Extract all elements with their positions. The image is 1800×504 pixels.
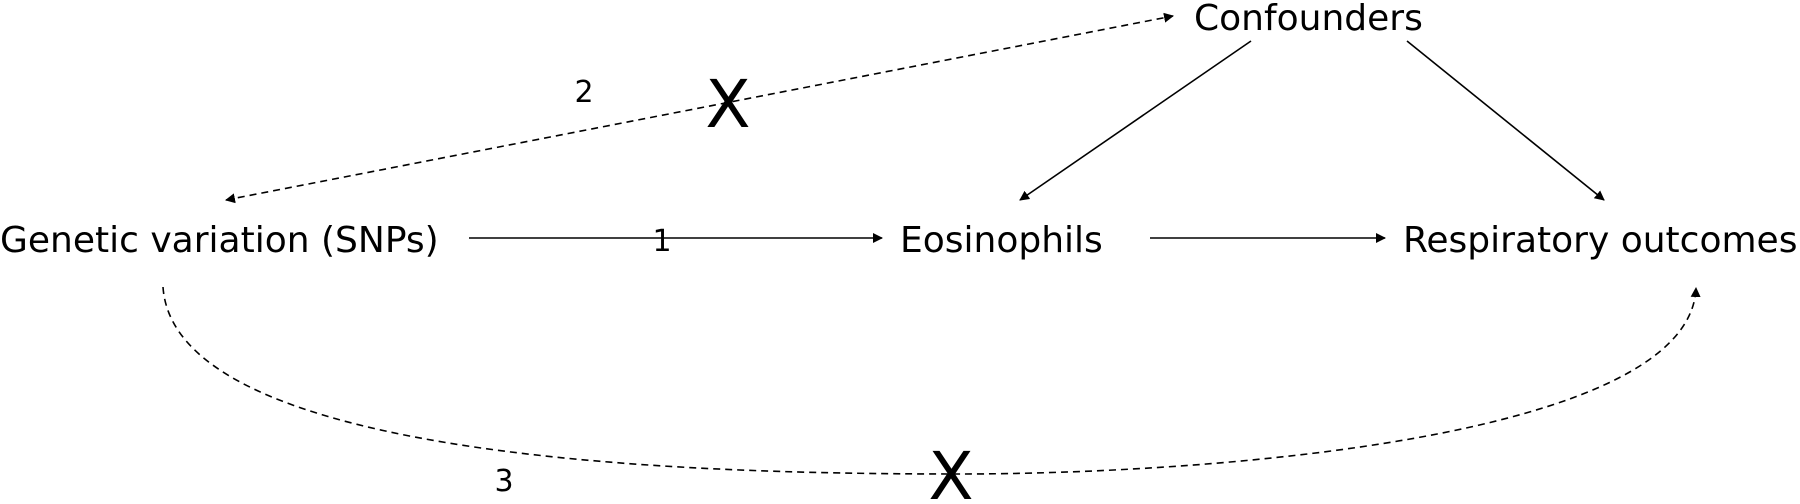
edge-snps-to-outcomes-dashed bbox=[162, 286, 1701, 475]
edge-snps-to-confounders-dashed bbox=[225, 12, 1174, 204]
edge-confounders-to-outcomes bbox=[1406, 40, 1605, 201]
edge-confounders-to-eosinophils bbox=[1019, 40, 1252, 201]
node-genetic-variation: Genetic variation (SNPs) bbox=[0, 220, 439, 261]
cross-mark-path-2: X bbox=[705, 66, 750, 143]
path-number-2: 2 bbox=[574, 75, 593, 110]
cross-mark-path-3: X bbox=[928, 438, 973, 504]
path-number-3: 3 bbox=[494, 464, 513, 499]
node-respiratory-outcomes: Respiratory outcomes bbox=[1403, 220, 1797, 261]
path-number-1: 1 bbox=[652, 224, 671, 259]
node-confounders: Confounders bbox=[1194, 0, 1423, 39]
node-eosinophils: Eosinophils bbox=[900, 220, 1103, 261]
